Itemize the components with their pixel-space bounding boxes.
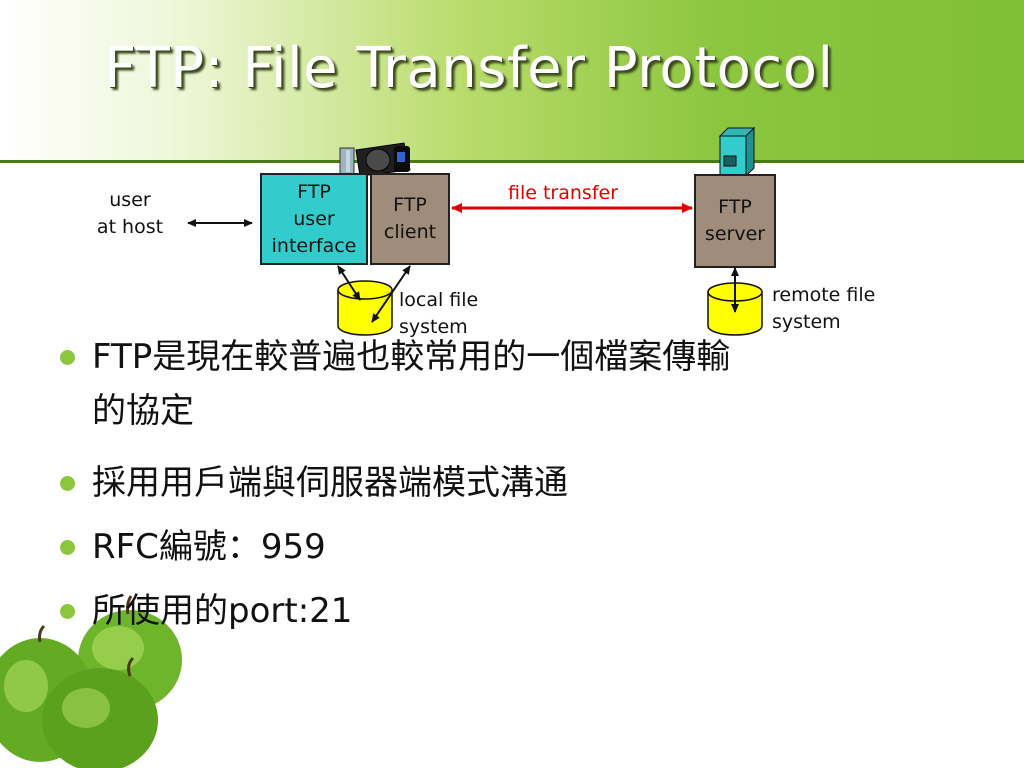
local-fs-label: local file system xyxy=(399,289,479,338)
ftp-server-box: FTP server xyxy=(694,174,776,268)
title-banner xyxy=(0,0,1024,162)
remote-fs-label: remote file system xyxy=(772,284,876,333)
disk-icon xyxy=(337,280,393,336)
ui-disk-arrow xyxy=(337,265,361,301)
user-label: user at host xyxy=(96,189,164,238)
bullet-dot-icon xyxy=(60,476,75,491)
bullet-text: FTP是現在較普遍也較常用的一個檔案傳輸 xyxy=(92,337,731,377)
bullet-text-continued: 的協定 xyxy=(92,391,194,431)
box-label: FTP xyxy=(718,196,752,218)
ftp-client-box: FTP client xyxy=(370,173,450,265)
bullet-text: 採用用戶端與伺服器端模式溝通 xyxy=(92,463,568,503)
bullet-dot-icon xyxy=(60,604,75,619)
box-label: user xyxy=(293,207,335,230)
bullet-dot-icon xyxy=(60,540,75,555)
slide-title: FTP: File Transfer Protocol xyxy=(104,36,834,101)
bullet-text: 所使用的port:21 xyxy=(92,591,353,631)
box-label: interface xyxy=(271,234,357,257)
box-label: client xyxy=(383,221,437,243)
box-label: FTP xyxy=(393,194,427,216)
server-icon xyxy=(718,126,756,178)
client-disk-arrow xyxy=(371,265,411,323)
banner-divider xyxy=(0,160,1024,163)
box-label: server xyxy=(704,223,766,245)
bullet-text: RFC編號：959 xyxy=(92,527,326,567)
apple-image xyxy=(0,595,182,768)
box-label: FTP xyxy=(297,180,331,203)
bullet-dot-icon xyxy=(60,350,75,365)
file-transfer-label: file transfer xyxy=(508,182,619,204)
ftp-user-interface-box: FTP user interface xyxy=(260,173,368,265)
computer-icon xyxy=(339,142,411,177)
